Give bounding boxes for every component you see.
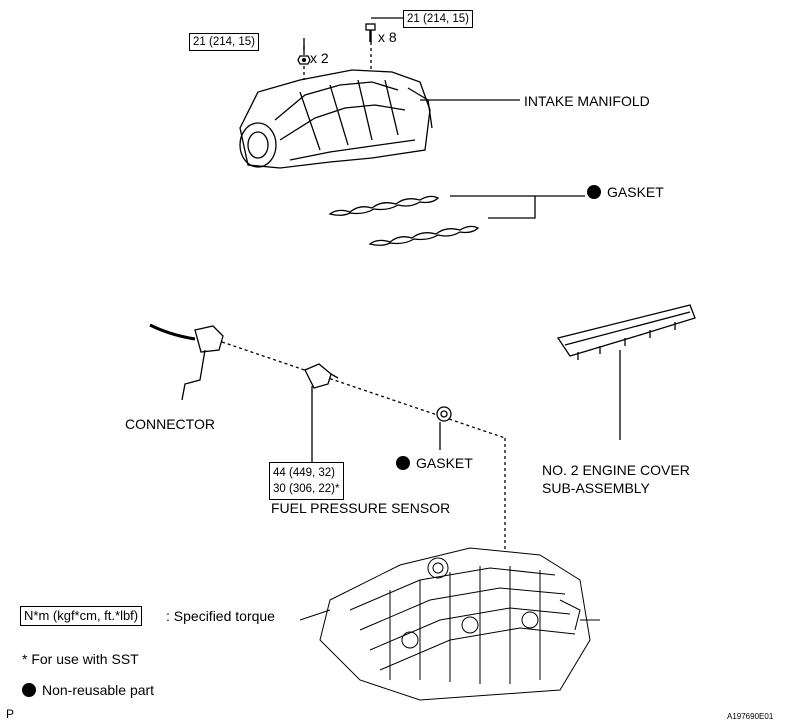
legend-torque-description: : Specified torque xyxy=(166,608,275,624)
fuel-pressure-sensor-drawing xyxy=(304,363,339,462)
nut-quantity: x 2 xyxy=(310,50,329,66)
sensor-torque-line-2: 30 (306, 22)* xyxy=(273,483,340,495)
manifold-gasket-text: GASKET xyxy=(607,184,664,200)
engine-cover-drawing xyxy=(556,304,696,440)
engine-cover-label-line1: NO. 2 ENGINE COVER xyxy=(542,462,690,478)
sensor-gasket-label: GASKET xyxy=(396,455,473,471)
legend-sst-note: * For use with SST xyxy=(22,651,139,667)
manifold-gasket-drawing xyxy=(328,195,585,246)
non-reusable-dot-icon xyxy=(22,683,36,697)
sensor-torque-line-1: 44 (449, 32) xyxy=(273,467,336,479)
connector-drawing xyxy=(149,323,224,401)
engine-block-drawing xyxy=(299,547,600,701)
intake-manifold-drawing xyxy=(239,42,520,169)
legend-torque-unit-box: N*m (kgf*cm, ft.*lbf) xyxy=(20,606,143,626)
sensor-gasket-drawing xyxy=(436,406,452,450)
sensor-gasket-text: GASKET xyxy=(416,455,473,471)
torque-box-bolt: 21 (214, 15) xyxy=(403,10,474,28)
figure-id: A197690E01 xyxy=(727,712,774,721)
intake-manifold-label: INTAKE MANIFOLD xyxy=(524,93,650,109)
corner-letter: P xyxy=(6,707,15,721)
non-reusable-dot-icon xyxy=(396,456,410,470)
legend-non-reusable: Non-reusable part xyxy=(22,682,154,698)
engine-cover-label-line2: SUB-ASSEMBLY xyxy=(542,480,650,496)
legend-non-reusable-text: Non-reusable part xyxy=(42,682,155,698)
manifold-gasket-label: GASKET xyxy=(587,184,664,200)
bolt-quantity: x 8 xyxy=(378,29,397,45)
fuel-pressure-sensor-label: FUEL PRESSURE SENSOR xyxy=(271,500,451,516)
sensor-torque-box: 44 (449, 32) 30 (306, 22)* xyxy=(269,462,344,500)
torque-box-nut: 21 (214, 15) xyxy=(189,33,260,51)
connector-label: CONNECTOR xyxy=(125,416,215,432)
non-reusable-dot-icon xyxy=(587,185,601,199)
bolt-icon xyxy=(365,23,376,42)
nut-icon xyxy=(297,55,311,65)
